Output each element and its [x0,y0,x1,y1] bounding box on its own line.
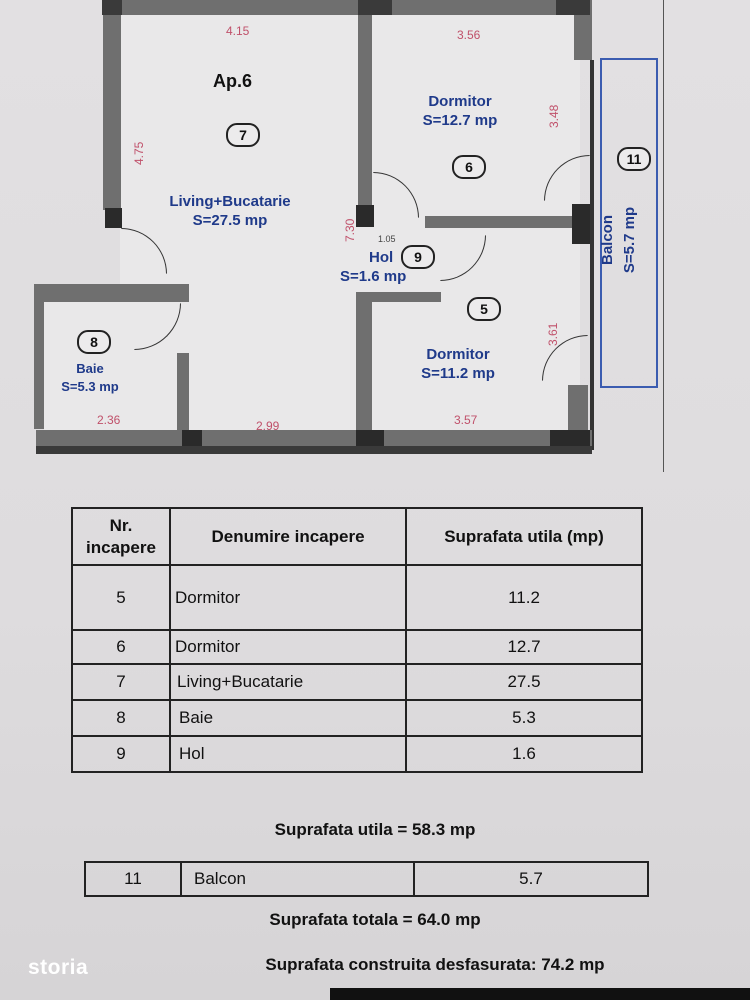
bottom-wall-edge [36,446,592,454]
col-header-area: Suprafata utila (mp) [405,507,643,566]
wall-column [356,430,384,446]
room-label-balcony: Balcon S=5.7 mp [597,180,641,300]
cell-name: Dormitor [169,629,407,665]
total-area: Suprafata totala = 64.0 mp [269,910,481,929]
room-number-badge: 7 [226,123,260,147]
room-label-living: Living+Bucatarie S=27.5 mp [150,192,310,230]
wall-column [102,0,122,15]
wall-column [550,430,590,446]
wall-column [358,0,392,15]
table-row: 6 Dormitor 12.7 [71,629,643,665]
col-header-nr: Nr. incapere [71,507,171,566]
dimension-label: 4.75 [132,141,146,165]
balcony-outline [600,58,658,388]
wall-column [356,205,374,227]
room-area: S=12.7 mp [422,112,498,129]
hall-wall [356,292,441,302]
room-name: Baie [76,361,104,376]
cell-area: 12.7 [405,629,643,665]
dimension-label: 2.99 [256,419,280,433]
room-name: Living+Bucatarie [169,193,291,210]
right-wall [574,15,592,60]
table-row: 8 Baie 5.3 [71,699,643,737]
room-number-badge: 8 [77,330,111,354]
room-number-badge: 6 [452,155,486,179]
dimension-label: 3.61 [546,322,560,346]
dimension-label: 3.48 [547,104,561,128]
room-area: S=1.6 mp [340,268,407,285]
cell-name: Baie [169,699,407,737]
room-label-bedroom-6: Dormitor S=12.7 mp [400,92,520,130]
bath-floor [44,300,184,430]
right-wall [568,385,588,430]
table-row: 9 Hol 1.6 [71,735,643,773]
room-number-badge: 5 [467,297,501,321]
room-name: Hol [369,249,394,266]
room-name: Dormitor [428,93,492,110]
dimension-label: 4.15 [226,24,250,38]
room-number-badge: 11 [617,147,651,171]
cell-area: 5.3 [405,699,643,737]
left-wall [103,15,121,210]
wall-column [572,204,592,244]
floor-plan: 4.15 4.75 3.56 3.48 7.30 1.05 3.61 2.36 … [0,0,750,480]
room-label-bedroom-5: Dormitor S=11.2 mp [398,345,518,383]
storia-watermark-logo: storia [28,956,89,979]
sheet-frame [98,0,664,472]
table-row: 11 Balcon 5.7 [84,861,649,897]
table-row: 7 Living+Bucatarie 27.5 [71,663,643,701]
bath-right-wall [177,353,189,431]
cell-nr: 5 [71,564,171,631]
cell-area: 27.5 [405,663,643,701]
top-wall [102,0,592,15]
bath-left-wall [34,284,44,429]
dimension-label: 3.56 [457,28,481,42]
useful-area-total: Suprafata utila = 58.3 mp [274,820,476,839]
wall-column [182,430,202,446]
cell-nr: 9 [71,735,171,773]
cell-area: 1.6 [405,735,643,773]
cell-name: Balcon [180,861,415,897]
cell-nr: 6 [71,629,171,665]
room-name: Balcon [599,215,616,266]
room-label-hall: Hol S=1.6 mp [340,248,430,286]
built-area: Suprafata construita desfasurata: 74.2 m… [265,955,605,974]
dimension-label: 1.05 [378,234,396,244]
room-label-bath: Baie S=5.3 mp [44,360,136,396]
dimension-label: 7.30 [343,218,357,242]
cell-name: Living+Bucatarie [169,663,407,701]
screen-edge [330,988,750,1000]
cell-nr: 11 [84,861,182,897]
bath-top-wall [34,284,189,302]
room-name: Dormitor [426,346,490,363]
facade-wall [590,60,594,450]
rooms-table: Nr. incapere Denumire incapere Suprafata… [71,507,643,773]
dimension-label: 2.36 [97,413,121,427]
dimension-label: 3.57 [454,413,478,427]
room-area: S=5.3 mp [61,379,119,394]
bottom-wall [36,430,592,446]
balcony-table: 11 Balcon 5.7 [84,861,649,897]
cell-name: Hol [169,735,407,773]
room-number-badge: 9 [401,245,435,269]
wall-column [105,208,122,228]
cell-name: Dormitor [169,564,407,631]
col-header-name: Denumire incapere [169,507,407,566]
hall-wall [356,297,372,432]
room-area: S=27.5 mp [192,212,268,229]
wall-column [556,0,590,15]
partition-wall [358,15,372,210]
table-row: 5 Dormitor 11.2 [71,564,643,631]
partition-wall [425,216,575,228]
cell-nr: 7 [71,663,171,701]
room-area: S=5.7 mp [621,206,638,274]
room-area: S=11.2 mp [421,365,495,382]
cell-nr: 8 [71,699,171,737]
cell-area: 11.2 [405,564,643,631]
apartment-title: Ap.6 [213,71,253,91]
cell-area: 5.7 [413,861,649,897]
